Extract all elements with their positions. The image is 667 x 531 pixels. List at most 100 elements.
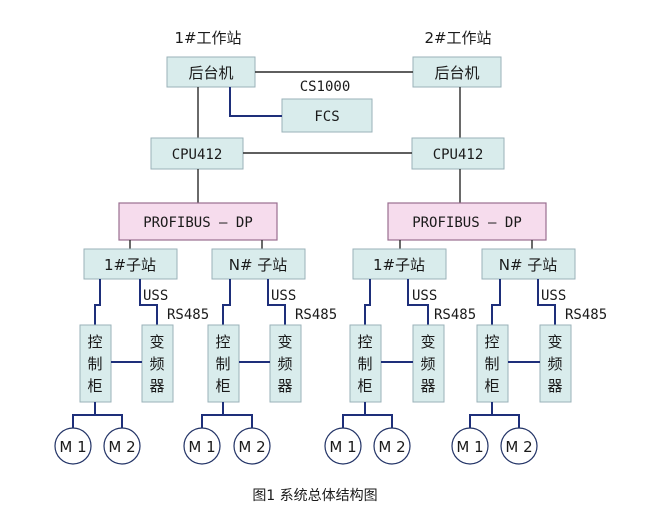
cpu-2-label: CPU412 — [433, 147, 484, 163]
inverter-char: 频 — [420, 355, 435, 373]
substation-cabinet-link — [94, 279, 101, 325]
motor-m1-label: M 1 — [59, 438, 86, 456]
substation-label: 1#子站 — [373, 256, 425, 274]
uss-label: USS — [271, 288, 296, 304]
host-1-box — [166, 56, 256, 88]
substation-label: N# 子站 — [499, 256, 558, 274]
motor-m1 — [54, 427, 92, 465]
control-cabinet-char: 柜 — [87, 377, 102, 395]
inverter-char: 器 — [277, 377, 292, 395]
rs485-label: RS485 — [565, 307, 607, 323]
motor-m1 — [324, 427, 362, 465]
inverter-char: 变 — [149, 333, 164, 351]
motor-m2-label: M 2 — [378, 438, 405, 456]
cs1000-label: CS1000 — [300, 79, 351, 95]
substation-box — [211, 248, 306, 280]
uss-label: USS — [412, 288, 437, 304]
inverter-box — [539, 324, 572, 403]
inverter-char: 频 — [149, 355, 164, 373]
substation-cabinet-link — [364, 279, 371, 325]
cpu-1-label: CPU412 — [172, 147, 223, 163]
host-2-box — [412, 56, 502, 88]
control-cabinet-char: 柜 — [484, 377, 499, 395]
motor-m2 — [103, 427, 141, 465]
cabinet-m1-link — [201, 402, 224, 428]
inverter-box — [412, 324, 445, 403]
host-1-label: 后台机 — [188, 64, 233, 82]
fcs-label: FCS — [314, 109, 339, 125]
inverter-char: 器 — [547, 377, 562, 395]
motor-m1-label: M 1 — [456, 438, 483, 456]
control-cabinet-box — [476, 324, 509, 403]
cpu-2-box — [411, 137, 505, 170]
control-cabinet-char: 制 — [484, 355, 499, 373]
substation-group-a: 1#子站 USS RS485 控 制 柜 变 频 器 M 1 M 2 — [54, 248, 209, 465]
inverter-char: 变 — [547, 333, 562, 351]
substation-cabinet-link — [491, 279, 501, 325]
cabinet-m2-link — [365, 414, 393, 428]
substation-group-d: N# 子站 USS RS485 控 制 柜 变 频 器 M 1 M 2 — [451, 248, 607, 465]
motor-m2-label: M 2 — [108, 438, 135, 456]
motor-m2-label: M 2 — [505, 438, 532, 456]
substation-box — [481, 248, 576, 280]
control-cabinet-char: 控 — [484, 333, 499, 351]
host-fcs-link — [229, 87, 282, 117]
profibus-2-label: PROFIBUS — DP — [412, 215, 522, 231]
substation-inverter-link — [407, 279, 429, 325]
substation-group-c: 1#子站 USS RS485 控 制 柜 变 频 器 M 1 M 2 — [324, 248, 476, 465]
motor-m1 — [183, 427, 221, 465]
control-cabinet-box — [79, 324, 112, 403]
inverter-box — [269, 324, 302, 403]
uss-label: USS — [143, 288, 168, 304]
cabinet-m1-link — [469, 402, 493, 428]
control-cabinet-box — [207, 324, 240, 403]
control-cabinet-char: 控 — [215, 333, 230, 351]
workstation-1-title: 1#工作站 — [174, 29, 241, 47]
substation-inverter-link — [139, 279, 158, 325]
cabinet-m1-link — [72, 402, 96, 428]
motor-m2 — [500, 427, 538, 465]
profibus-1-box — [118, 202, 278, 241]
inverter-char: 器 — [420, 377, 435, 395]
motor-m1-label: M 1 — [188, 438, 215, 456]
inverter-char: 频 — [277, 355, 292, 373]
substation-group-b: N# 子站 USS RS485 控 制 柜 变 频 器 M 1 M 2 — [183, 248, 337, 465]
substation-box — [352, 248, 447, 280]
uss-label: USS — [541, 288, 566, 304]
cpu-1-box — [150, 137, 244, 170]
motor-m2 — [233, 427, 271, 465]
control-cabinet-char: 制 — [215, 355, 230, 373]
workstation-2-title: 2#工作站 — [424, 29, 491, 47]
fcs-box — [281, 98, 373, 133]
substation-label: N# 子站 — [229, 256, 288, 274]
control-cabinet-char: 制 — [87, 355, 102, 373]
control-cabinet-char: 柜 — [357, 377, 372, 395]
control-cabinet-char: 柜 — [215, 377, 230, 395]
motor-m1-label: M 1 — [329, 438, 356, 456]
cabinet-m2-link — [492, 414, 520, 428]
profibus-2-box — [387, 202, 547, 241]
control-cabinet-char: 控 — [357, 333, 372, 351]
host-2-label: 后台机 — [434, 64, 479, 82]
rs485-label: RS485 — [167, 307, 209, 323]
substation-box — [83, 248, 178, 280]
inverter-char: 频 — [547, 355, 562, 373]
substation-label: 1#子站 — [104, 256, 156, 274]
motor-m2 — [373, 427, 411, 465]
inverter-char: 变 — [277, 333, 292, 351]
substation-inverter-link — [267, 279, 286, 325]
control-cabinet-char: 控 — [87, 333, 102, 351]
cabinet-m1-link — [342, 402, 366, 428]
inverter-box — [141, 324, 174, 403]
substation-cabinet-link — [222, 279, 231, 325]
cabinet-m2-link — [223, 414, 253, 428]
inverter-char: 器 — [149, 377, 164, 395]
inverter-char: 变 — [420, 333, 435, 351]
profibus-1-label: PROFIBUS — DP — [143, 215, 253, 231]
cabinet-m2-link — [95, 414, 123, 428]
rs485-label: RS485 — [295, 307, 337, 323]
substation-inverter-link — [537, 279, 556, 325]
rs485-label: RS485 — [434, 307, 476, 323]
motor-m2-label: M 2 — [238, 438, 265, 456]
